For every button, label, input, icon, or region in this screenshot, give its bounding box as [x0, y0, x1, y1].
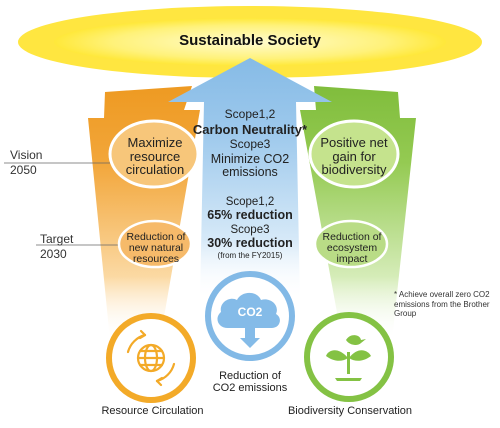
diagram-title: Sustainable Society — [179, 32, 321, 49]
target-label: Target 2030 — [40, 232, 73, 262]
resource-vision-bubble — [108, 119, 200, 189]
resource-target-text: Reduction of new natural resources — [126, 231, 186, 266]
carbon-arrow — [168, 58, 332, 300]
resource-vision-text: Maximize resource circulation — [125, 135, 185, 178]
carbon-vision-block: Scope1,2 Carbon Neutrality* Scope3 Minim… — [180, 108, 320, 179]
carbon-target-note: (from the FY2015) — [217, 251, 283, 261]
co2-icon-text: CO2 — [237, 305, 263, 319]
resource-caption: Resource Circulation — [101, 405, 204, 417]
carbon-target-reduction1: 65% reduction — [207, 208, 293, 223]
globe-recycle-icon — [126, 329, 176, 387]
carbon-vision-scope3-text: Minimize CO2 emissions — [210, 151, 290, 179]
halo-center — [54, 18, 446, 66]
biodiversity-vision-bubble — [308, 119, 400, 189]
carbon-target-scope3: Scope3 — [230, 224, 270, 237]
sprout-bird-icon — [326, 335, 371, 381]
vision-word: Vision — [10, 148, 43, 162]
carbon-caption-line1: Reduction of — [219, 370, 281, 382]
carbon-vision-scope3: Scope3 — [229, 137, 271, 152]
carbon-target-reduction2: 30% reduction — [207, 236, 293, 251]
biodiversity-vision-text: Positive net gain for biodiversity — [320, 135, 388, 178]
co2-cloud-icon — [217, 292, 280, 348]
biodiversity-target-text: Reduction of ecosystem impact — [322, 231, 382, 266]
biodiversity-target-bubble — [313, 219, 389, 269]
carbon-vision-main: Carbon Neutrality* — [192, 121, 308, 137]
carbon-caption-line2: CO2 emissions — [212, 381, 288, 394]
carbon-vision-scope12: Scope1,2 — [224, 107, 276, 121]
resource-target-bubble — [117, 219, 193, 269]
target-word: Target — [40, 232, 74, 246]
target-year: 2030 — [40, 247, 67, 261]
vision-label: Vision 2050 — [10, 148, 42, 178]
footnote: * Achieve overall zero CO2 emissions fro… — [394, 290, 490, 319]
carbon-caption: Reduction of CO2 emissions — [190, 370, 310, 394]
carbon-target-block: Scope1,2 65% reduction Scope3 30% reduct… — [190, 196, 310, 261]
biodiversity-caption: Biodiversity Conservation — [287, 405, 413, 417]
carbon-target-scope12: Scope1,2 — [225, 196, 275, 208]
vision-year: 2050 — [10, 163, 37, 177]
